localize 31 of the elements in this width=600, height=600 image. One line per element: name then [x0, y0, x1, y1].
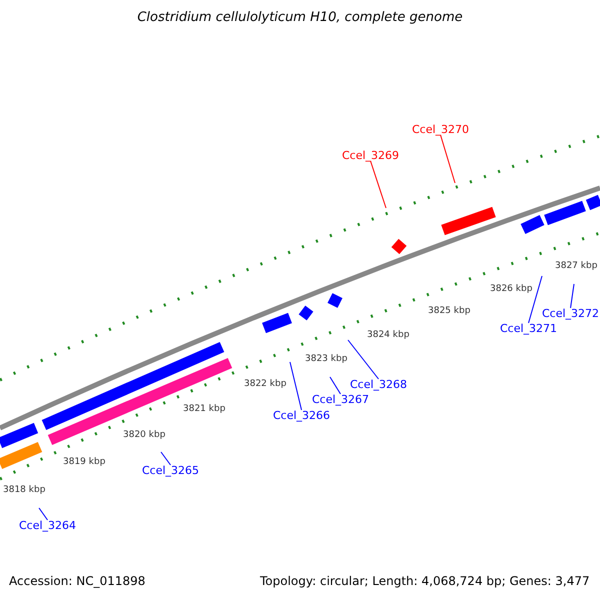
leader-line — [330, 376, 342, 394]
leader-line — [290, 362, 302, 410]
info-text: Accession: NC_011898 — [9, 575, 146, 587]
gene-label: Ccel_3264 — [19, 520, 76, 531]
scale-label: 3822 kbp — [244, 380, 286, 389]
scale-label: 3818 kbp — [3, 486, 46, 495]
gene-label: Ccel_3266 — [273, 410, 330, 421]
title: Clostridium cellulolyticum H10, complete genome — [136, 11, 464, 24]
leader-line — [348, 340, 380, 380]
gene-label: Ccel_3272 — [542, 308, 600, 319]
gene-label: Ccel_3265 — [142, 465, 200, 476]
leader-line — [570, 284, 574, 308]
scale-label: 3823 kbp — [305, 355, 348, 364]
scale-label: 3821 kbp — [183, 405, 226, 414]
leader-line — [160, 452, 172, 466]
scale-label: 3819 kbp — [63, 458, 106, 467]
gene-label: Ccel_3268 — [350, 379, 408, 390]
leader-line — [370, 160, 386, 208]
leader-line — [440, 134, 456, 184]
leader-line — [528, 276, 542, 324]
gene-label: Ccel_3269 — [342, 150, 400, 161]
scale-label: 3827 kbp — [555, 262, 598, 271]
leader-line — [38, 508, 48, 520]
scale-label: 3825 kbp — [428, 307, 470, 316]
scale-label: 3820 kbp — [123, 431, 166, 440]
gene-label: Ccel_3271 — [500, 323, 558, 334]
gene-label: Ccel_3270 — [412, 124, 470, 135]
scale-label: 3824 kbp — [367, 331, 410, 340]
info-text: Topology: circular; Length: 4,068,724 bp; Genes: 3,477 — [260, 575, 590, 587]
gene-label: Ccel_3267 — [312, 394, 370, 405]
scale-label: 3826 kbp — [490, 285, 532, 294]
